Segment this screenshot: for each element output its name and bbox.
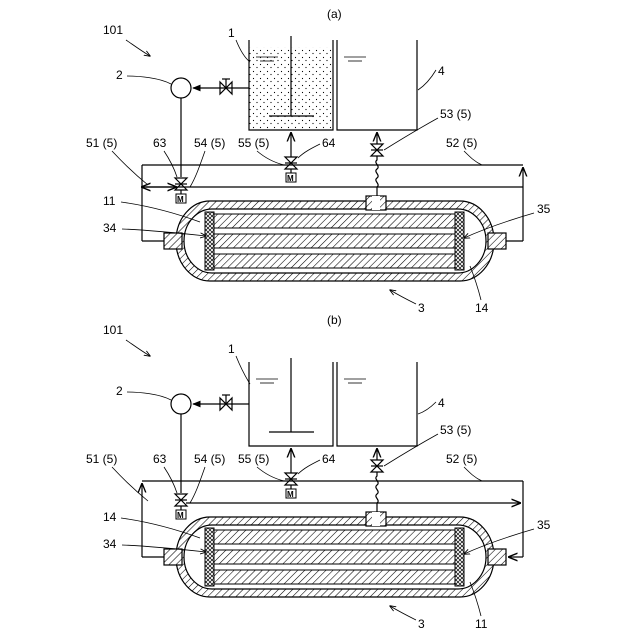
line-52-leader [464, 467, 482, 481]
system-label: 101 [103, 323, 123, 337]
valve-53-leader [384, 118, 438, 150]
panel-b: (b) 101 1 4 2 M 63 [86, 313, 551, 631]
panel-caption: (a) [327, 7, 342, 21]
valve-63-icon: M [175, 494, 187, 520]
potting-35-label: 35 [537, 518, 551, 532]
membrane-module [164, 512, 506, 597]
valve-63-leader [164, 467, 177, 493]
panel-caption: (b) [327, 313, 342, 327]
line-52-label: 52 (5) [446, 452, 477, 466]
motor-63-symbol: M [177, 511, 184, 520]
line-55-label: 55 (5) [238, 136, 269, 150]
pump-icon [171, 78, 191, 98]
pump-label: 2 [116, 68, 123, 82]
line-51-label: 51 (5) [86, 452, 117, 466]
right-end-label: 11 [475, 617, 488, 631]
tank1-label: 1 [228, 26, 235, 40]
potting-34 [205, 528, 214, 586]
line-51-leader [112, 151, 148, 185]
tank4-label: 4 [438, 396, 445, 410]
valve-53-label: 53 (5) [440, 423, 471, 437]
pump-leader [127, 392, 171, 400]
valve-64-label: 64 [322, 136, 336, 150]
tank1-leader [236, 40, 250, 62]
tank1-label: 1 [228, 342, 235, 356]
line-51-label: 51 (5) [86, 136, 117, 150]
potting-35-label: 35 [537, 202, 551, 216]
module-label: 3 [418, 617, 425, 631]
tank4-leader [418, 402, 436, 414]
left-end-label: 11 [103, 194, 116, 208]
line-55-leader [257, 467, 284, 481]
right-end-label: 14 [475, 301, 489, 315]
valve-64-icon: M [285, 473, 297, 499]
motor-64-symbol: M [287, 174, 294, 183]
line-54-label: 54 (5) [194, 136, 225, 150]
line-55-leader [257, 151, 284, 165]
permeate-line-53 [376, 156, 378, 201]
tank4 [337, 362, 417, 446]
valve-63-icon: M [175, 178, 187, 204]
valve-53-label: 53 (5) [440, 107, 471, 121]
motor-64-symbol: M [287, 490, 294, 499]
potting-34-label: 34 [103, 221, 117, 235]
valve-63-label: 63 [153, 452, 167, 466]
line-54-leader [190, 151, 205, 187]
membrane-module [164, 196, 506, 281]
valve-64-icon: M [285, 157, 297, 183]
valve-63-label: 63 [153, 136, 167, 150]
valve-64-label: 64 [322, 452, 336, 466]
potting-34-label: 34 [103, 537, 117, 551]
left-end-label: 14 [103, 510, 117, 524]
motor-63-symbol: M [177, 195, 184, 204]
valve-63-leader [164, 151, 177, 177]
line-55-label: 55 (5) [238, 452, 269, 466]
tank4-label: 4 [438, 64, 445, 78]
panel-a: (a) 101 1 4 2 [86, 7, 551, 315]
potting-35 [455, 212, 464, 270]
tank1-leader [236, 356, 250, 384]
line-54-label: 54 (5) [194, 452, 225, 466]
pump-leader [127, 76, 171, 84]
pump-label: 2 [116, 384, 123, 398]
system-leader-arrow [126, 40, 150, 56]
valve-53-leader [384, 434, 438, 466]
tank4 [337, 40, 417, 130]
system-label: 101 [103, 23, 123, 37]
potting-34 [205, 212, 214, 270]
module-leader [390, 290, 416, 304]
potting-35 [455, 528, 464, 586]
line-54-leader [190, 467, 205, 503]
module-leader [390, 606, 416, 620]
permeate-line-53 [376, 472, 378, 517]
valve-64-leader [298, 460, 320, 474]
valve-64-leader [298, 144, 320, 158]
line-52-label: 52 (5) [446, 136, 477, 150]
module-label: 3 [418, 301, 425, 315]
tank4-leader [418, 70, 436, 90]
pump-icon [171, 394, 191, 414]
line-52-leader [464, 151, 482, 165]
system-leader-arrow [126, 340, 150, 356]
